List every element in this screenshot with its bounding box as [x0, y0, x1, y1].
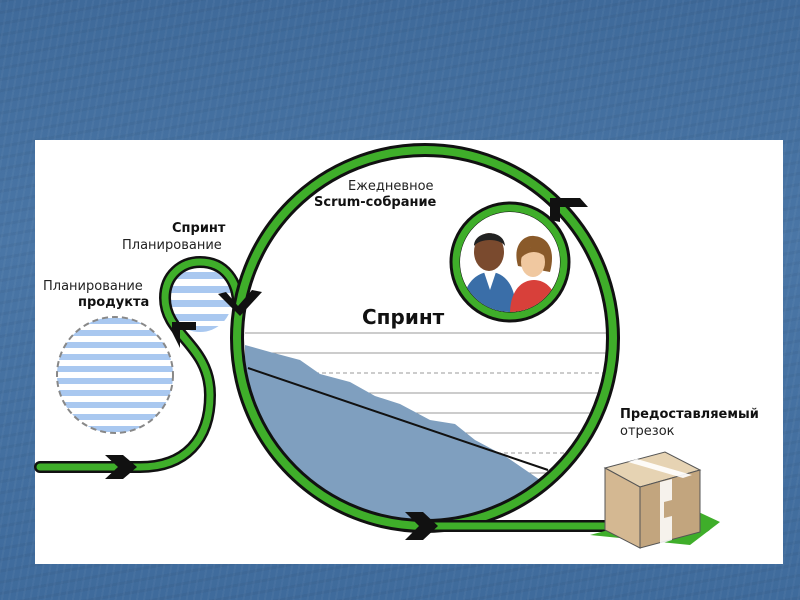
daily-scrum-label-line1: Ежедневное — [348, 179, 434, 194]
deliverable-label-line1: Предоставляемый — [620, 407, 759, 422]
sprint-planning-label-line2: Планирование — [122, 238, 222, 253]
deliverable-label-line2: отрезок — [620, 424, 675, 439]
product-planning-label-line1: Планирование — [43, 279, 143, 294]
daily-scrum-label-line2: Scrum-собрание — [314, 195, 437, 210]
package-box-icon — [590, 452, 720, 548]
product-planning-label-line2: продукта — [78, 295, 149, 310]
sprint-planning-label-line1: Спринт — [172, 221, 226, 236]
burndown-chart — [245, 333, 610, 540]
sprint-title: Спринт — [362, 305, 445, 329]
product-backlog-circle — [55, 315, 175, 440]
